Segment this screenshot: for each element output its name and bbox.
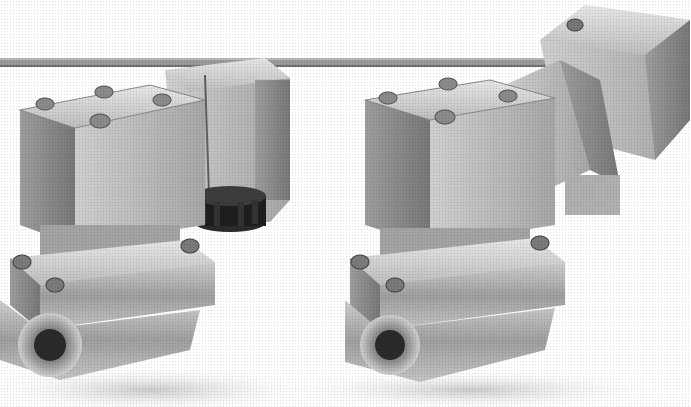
product-photo xyxy=(0,0,691,407)
valves-illustration xyxy=(0,0,691,407)
halftone-texture xyxy=(0,0,691,407)
